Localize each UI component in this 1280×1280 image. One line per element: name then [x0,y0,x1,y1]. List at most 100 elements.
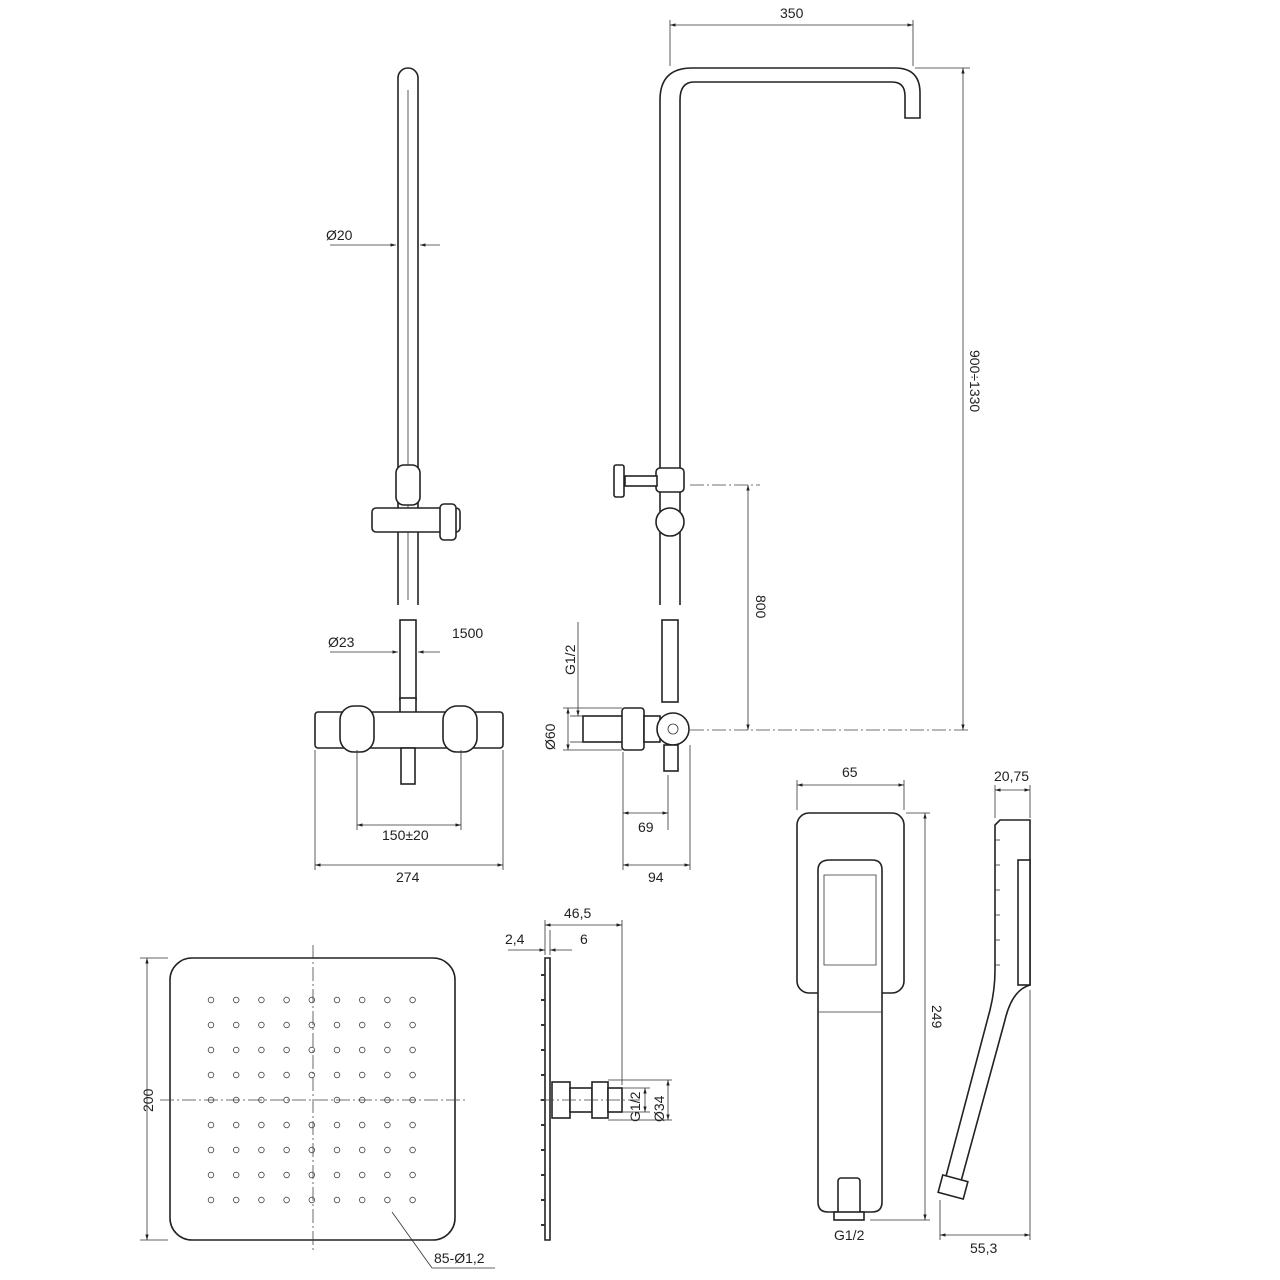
nozzle-dot [384,1146,391,1154]
nozzle-dot [409,1021,416,1029]
nozzle-dot [409,1196,416,1204]
nozzle-dot [308,1121,315,1129]
dim-rail-diameter: Ø20 [326,227,353,243]
nozzle-dot [258,1121,265,1129]
nozzle-dot [207,1171,215,1179]
nozzle-dot [258,1021,265,1029]
overhead-shower-side [540,957,640,1241]
overhead-side-dims: 46,5 2,4 6 G1/2 Ø34 [505,905,672,1122]
nozzle-dot [258,1096,265,1104]
nozzle-dot [308,1171,315,1179]
nozzle-dot [384,1196,391,1204]
hand-shower-handle [817,859,883,1213]
rail-clamp [395,464,421,506]
nozzle-dot [283,1171,290,1179]
nozzle-dot [409,1071,416,1079]
nozzle-dot [409,1046,416,1054]
nozzle-dot [232,1071,240,1079]
nozzle-dot [359,1096,366,1104]
outlet-side [663,744,679,772]
dim-hand-thickness: 20,75 [994,768,1029,784]
slide-rail [397,67,419,605]
nozzle-dot [283,1196,290,1204]
overhead-shower-top [160,945,466,1252]
nozzle-dot [359,1196,366,1204]
dim-head-thread: G1/2 [627,1091,643,1122]
dim-hand-length: 249 [929,1005,945,1029]
nozzle-dot [232,1121,240,1129]
dim-mixer-width: 274 [396,869,420,885]
hand-shower-side [937,819,1031,1201]
escutcheon [621,707,645,751]
side-view [582,67,970,772]
plate-profile [544,957,551,1241]
dim-plate-thickness: 2,4 [505,931,525,947]
nozzle-dot [207,1021,215,1029]
nozzle-dot [308,1021,315,1029]
dim-projection-outer: 94 [648,869,664,885]
nozzle-dot [283,996,290,1004]
nozzle-dot [283,1096,290,1104]
nozzle-dot [258,1046,265,1054]
nozzle-dot [258,1171,265,1179]
lower-pipe [399,619,417,701]
nozzle-dot [308,1046,315,1054]
nozzle-dot [232,1096,240,1104]
nozzle-dot [384,1071,391,1079]
dim-total-height: 1500 [452,625,483,641]
nozzle-dot [308,996,315,1004]
handle-left [339,705,375,753]
nozzle-dot [359,1171,366,1179]
hand-shower-holder [371,507,461,533]
nozzle-dot [308,1146,315,1154]
dim-hand-width: 65 [842,764,858,780]
nozzle-dot [409,1146,416,1154]
nozzle-dot [384,1121,391,1129]
nozzle-dot [409,1121,416,1129]
nozzle-dot [333,1096,341,1104]
dim-nozzles: 85-Ø1,2 [434,1250,485,1266]
dim-hand-thread: G1/2 [834,1227,865,1243]
nozzle-dot [359,1046,366,1054]
nozzle-dot [232,1196,240,1204]
nozzle-dot [333,1071,341,1079]
nozzle-dot [308,1071,315,1079]
inlet-pipe [582,715,624,743]
nozzle-dot [359,1121,366,1129]
nozzle-dot [232,1171,240,1179]
dim-hand-side-depth: 55,3 [970,1240,997,1256]
dim-slider-height: 800 [753,595,769,619]
nozzle-dot [232,1046,240,1054]
nozzle-dot [359,1146,366,1154]
nozzle-dot [384,996,391,1004]
nozzle-dot [333,1121,341,1129]
nozzle-profile-ticks [541,974,545,1226]
nozzle-dot [333,996,341,1004]
nozzle-dot [333,1046,341,1054]
nozzle-dot [384,1171,391,1179]
nozzle-dot [207,1146,215,1154]
nozzle-dot [207,996,215,1004]
dim-height-range: 900÷1330 [967,350,983,412]
dim-head-size: 200 [140,1088,156,1112]
shower-arm-pipe [659,67,921,605]
handle-right [442,705,478,753]
nozzle-dot [308,1196,315,1204]
nozzle-dot [258,1071,265,1079]
diverter-clamp [655,467,685,493]
nozzle-grid [207,996,416,1204]
nozzle-dot [258,996,265,1004]
nozzle-dot [283,1021,290,1029]
dim-arm-length: 350 [780,5,804,21]
side-dimensions: 350 900÷1330 800 G1/2 Ø60 69 94 [542,5,983,885]
nozzle-dot [232,1021,240,1029]
dim-inlet-thread: G1/2 [562,644,578,675]
nozzle-dot [207,1046,215,1054]
hand-shower-side-dims: 20,75 55,3 [939,768,1031,1256]
nozzle-dot [333,1196,341,1204]
nozzle-dot [283,1121,290,1129]
dim-connector-offset: 6 [580,931,588,947]
nozzle-dot [207,1196,215,1204]
nozzle-ticks [995,839,1000,966]
